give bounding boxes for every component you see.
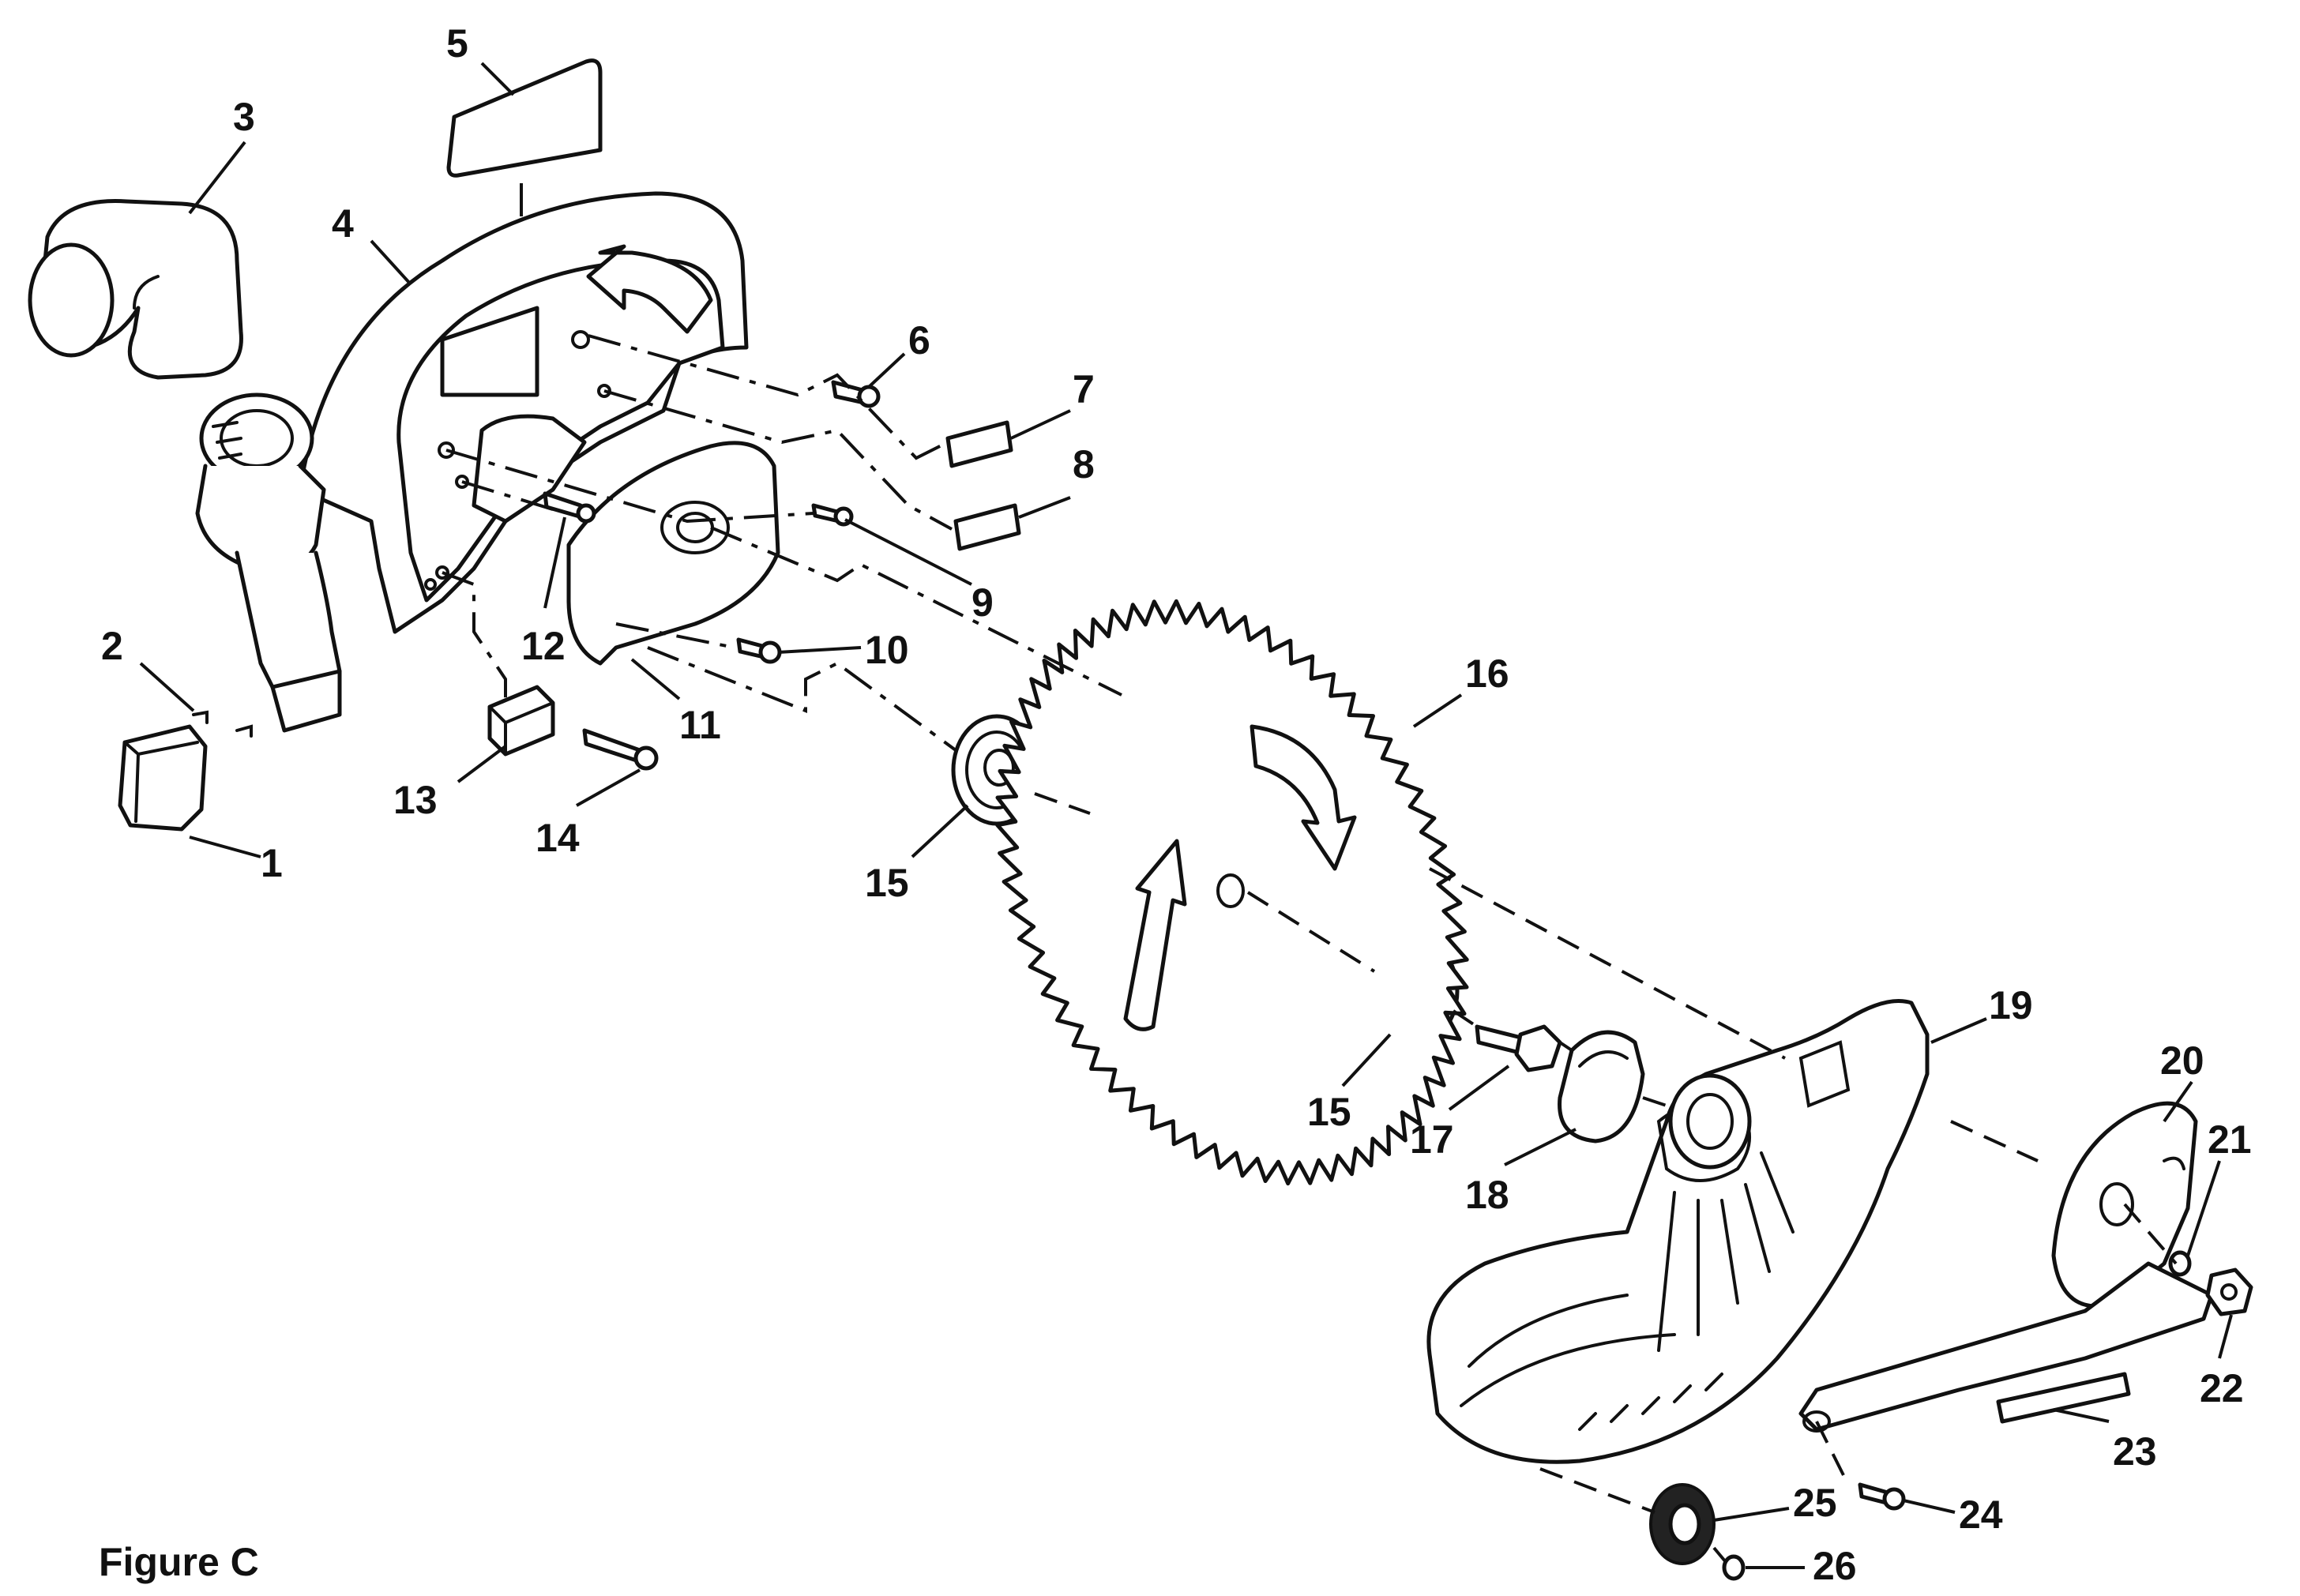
part-3-dust-elbow bbox=[28, 199, 243, 380]
callout-22: 22 bbox=[2200, 1366, 2244, 1410]
part-26-washer bbox=[1722, 1554, 1746, 1581]
part-19-lower-blade-guard bbox=[1426, 999, 1930, 1464]
part-21-washer bbox=[2168, 1250, 2192, 1277]
callout-3: 3 bbox=[233, 95, 255, 139]
part-16-saw-blade bbox=[995, 599, 1469, 1186]
callout-10: 10 bbox=[865, 628, 909, 672]
callouts: 1 2 3 4 5 6 7 8 9 10 11 12 13 14 15 15 1… bbox=[101, 21, 2252, 1588]
callout-24: 24 bbox=[1959, 1493, 2003, 1537]
callout-15a: 15 bbox=[865, 861, 909, 905]
part-17-arbor-bolt bbox=[1475, 1024, 1562, 1072]
dust-port-duct bbox=[195, 392, 342, 733]
callout-6: 6 bbox=[908, 318, 930, 362]
callout-9: 9 bbox=[971, 580, 994, 625]
callout-11: 11 bbox=[679, 703, 721, 747]
part-13-brush-block bbox=[487, 685, 555, 757]
callout-14: 14 bbox=[536, 816, 580, 860]
part-22-nut bbox=[2205, 1267, 2253, 1316]
callout-25: 25 bbox=[1793, 1481, 1837, 1525]
part-18-retaining-ring bbox=[1558, 1030, 1645, 1143]
callout-13: 13 bbox=[393, 778, 438, 822]
part-11-inner-plate bbox=[566, 441, 780, 666]
callout-17: 17 bbox=[1410, 1117, 1454, 1162]
callout-15b: 15 bbox=[1307, 1090, 1351, 1134]
callout-12: 12 bbox=[521, 624, 566, 668]
callout-26: 26 bbox=[1813, 1544, 1857, 1588]
callout-21: 21 bbox=[2208, 1117, 2252, 1162]
part-25-roller bbox=[1649, 1483, 1716, 1565]
part-14-screw bbox=[582, 728, 659, 771]
part-24-screw bbox=[1858, 1482, 1906, 1511]
part-1-end-cap bbox=[118, 724, 208, 832]
part-2-clip bbox=[192, 710, 253, 738]
callout-20: 20 bbox=[2160, 1038, 2204, 1083]
callout-19: 19 bbox=[1989, 983, 2033, 1027]
callout-7: 7 bbox=[1073, 367, 1095, 411]
part-23-label bbox=[1996, 1372, 2131, 1424]
assembly-lines bbox=[442, 334, 2178, 1564]
callout-5: 5 bbox=[446, 21, 468, 66]
callout-16: 16 bbox=[1465, 652, 1509, 696]
callout-18: 18 bbox=[1465, 1173, 1509, 1217]
callout-23: 23 bbox=[2113, 1429, 2157, 1474]
part-9-screw bbox=[811, 503, 854, 527]
callout-8: 8 bbox=[1073, 442, 1095, 486]
part-12-screw bbox=[543, 491, 596, 524]
part-10-screw bbox=[736, 637, 782, 664]
callout-4: 4 bbox=[332, 201, 354, 246]
figure-caption: Figure C bbox=[99, 1540, 259, 1584]
leader-lines bbox=[139, 62, 2233, 1569]
callout-1: 1 bbox=[261, 841, 283, 885]
callout-2: 2 bbox=[101, 624, 123, 668]
part-7-tab bbox=[945, 420, 1013, 468]
part-8-tab bbox=[953, 503, 1021, 551]
part-4-upper-blade-guard bbox=[298, 191, 749, 634]
